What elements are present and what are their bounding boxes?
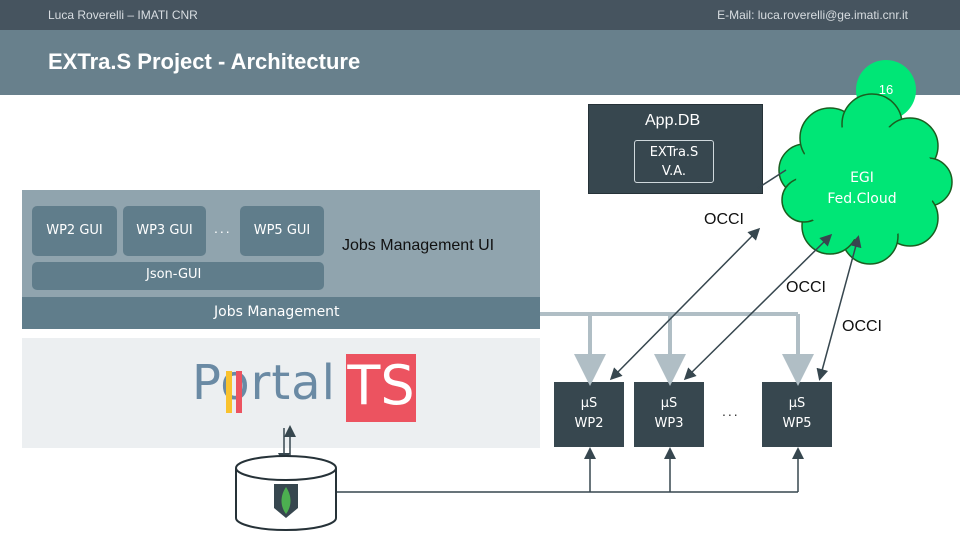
wp3-gui-box: WP3 GUI [123,206,206,256]
portal-area [22,338,540,448]
author-text: Luca Roverelli – IMATI CNR [48,8,198,22]
json-gui-box: Json-GUI [32,262,324,290]
jobs-management-ui-label: Jobs Management UI [342,237,495,254]
cloud-line1: EGI [850,170,874,186]
ms-wp5-line1: µS [788,396,806,411]
jobs-management-label: Jobs Management [214,304,340,320]
ms-wp5-line2: WP5 [782,416,812,431]
cloud-line2: Fed.Cloud [827,191,897,207]
json-gui-label: Json-GUI [146,267,202,282]
slide-title: EXTra.S Project - Architecture [48,49,361,74]
va-line1: EXTra.S [649,145,699,160]
va-box: EXTra.S V.A. [634,140,714,183]
ms-wp3-line2: WP3 [654,416,684,431]
title-bar: EXTra.S Project - Architecture [0,30,960,95]
email-text: E-Mail: luca.roverelli@ge.imati.cnr.it [717,8,908,22]
egi-cloud-label: EGI Fed.Cloud [826,168,898,210]
ms-ellipsis: ... [722,403,740,419]
database-cylinder [235,455,337,531]
ms-wp2-box: µS WP2 [554,382,624,447]
wp5-gui-box: WP5 GUI [240,206,324,256]
portal-logo-text: Portal [192,355,336,411]
occi-label-1: OCCI [704,211,744,228]
ms-wp3-line1: µS [660,396,678,411]
wp2-gui-box: WP2 GUI [32,206,117,256]
appdb-label: App.DB [645,112,701,129]
ms-wp5-box: µS WP5 [762,382,832,447]
va-line2: V.A. [661,164,687,179]
ms-wp2-line1: µS [580,396,598,411]
jobs-management-bar: Jobs Management [22,297,540,329]
ms-wp2-line2: WP2 [574,416,604,431]
ts-logo: TS [346,354,416,422]
gui-ellipsis: ... [214,220,232,236]
ms-wp3-box: µS WP3 [634,382,704,447]
top-bar: Luca Roverelli – IMATI CNR E-Mail: luca.… [0,0,960,30]
